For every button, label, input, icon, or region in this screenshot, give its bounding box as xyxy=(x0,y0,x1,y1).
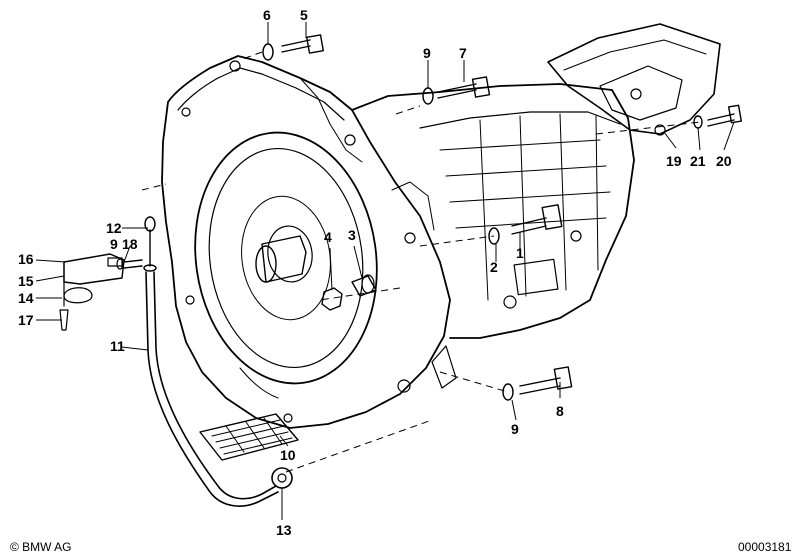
diagram-code: 00003181 xyxy=(738,540,792,554)
callout-8: 8 xyxy=(556,403,564,419)
callout-1: 1 xyxy=(516,245,524,261)
callout-14: 14 xyxy=(18,290,34,306)
callout-16: 16 xyxy=(18,251,34,267)
callout-19: 19 xyxy=(666,153,682,169)
fasteners xyxy=(116,34,743,489)
transmission-case xyxy=(351,83,635,389)
bracket-clamp xyxy=(59,253,125,331)
callouts: 1 2 3 4 5 6 7 8 9 9 9 10 11 12 13 14 15 … xyxy=(18,7,732,538)
callout-11: 11 xyxy=(110,338,125,354)
copyright-label: © BMW AG xyxy=(10,540,72,554)
callout-18: 18 xyxy=(122,236,138,252)
dipstick-tube xyxy=(143,216,279,507)
bell-housing xyxy=(161,55,451,429)
callout-21: 21 xyxy=(690,153,706,169)
callout-7: 7 xyxy=(459,45,467,61)
callout-13: 13 xyxy=(276,522,292,538)
callout-3: 3 xyxy=(348,227,356,243)
callout-20: 20 xyxy=(716,153,732,169)
callout-6: 6 xyxy=(263,7,271,23)
strainer xyxy=(199,413,299,461)
assembly-lines xyxy=(141,51,701,473)
torque-converter xyxy=(194,131,378,385)
leader-lines xyxy=(35,22,735,520)
callout-4: 4 xyxy=(324,229,332,245)
callout-9-left: 9 xyxy=(110,236,118,252)
callout-9-upper: 9 xyxy=(423,45,431,61)
rear-mount xyxy=(547,23,721,136)
callout-5: 5 xyxy=(300,7,308,23)
callout-15: 15 xyxy=(18,273,34,289)
callout-12: 12 xyxy=(106,220,122,236)
callout-17: 17 xyxy=(18,312,34,328)
callout-2: 2 xyxy=(490,259,498,275)
callout-10: 10 xyxy=(280,447,296,463)
callout-9-lower: 9 xyxy=(511,421,519,437)
